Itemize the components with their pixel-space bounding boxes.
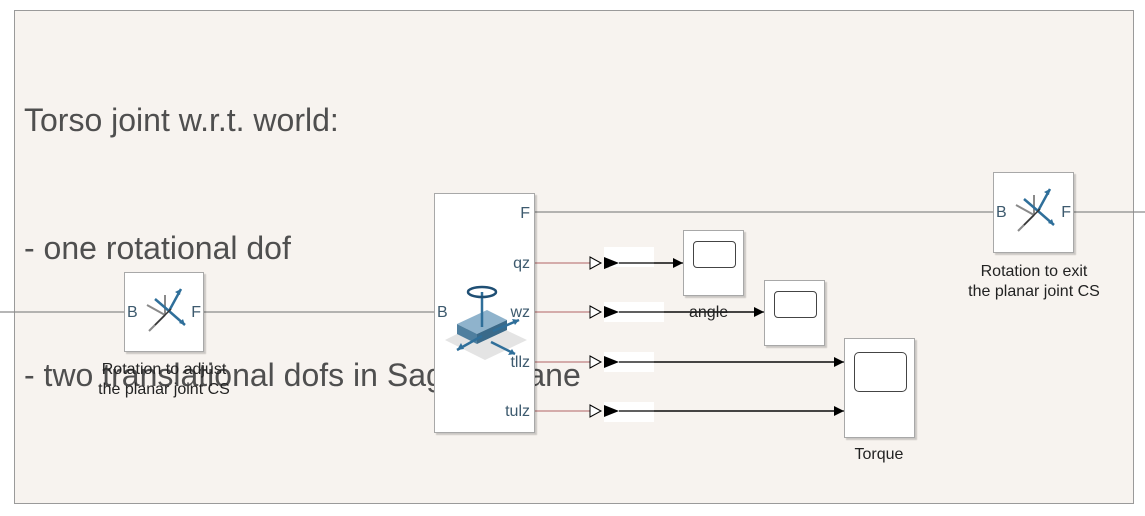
caption-line-1: Rotation to adjust — [101, 361, 227, 378]
scope-torque[interactable] — [844, 338, 915, 438]
annotation-line-1: Torso joint w.r.t. world: — [24, 102, 339, 138]
annotation-line-2: - one rotational dof — [24, 229, 291, 266]
port-tllz: tllz — [510, 354, 530, 371]
port-b: B — [996, 204, 1007, 221]
port-f: F — [191, 304, 201, 321]
scope-screen — [774, 291, 817, 318]
scope-screen — [854, 352, 907, 392]
caption-line-2: the planar joint CS — [968, 283, 1100, 300]
rigid-transform-out-block[interactable]: B F — [993, 172, 1074, 253]
rigid-transform-in-block[interactable]: B F — [124, 272, 204, 352]
port-qz: qz — [513, 255, 530, 272]
rigid-transform-out-caption: Rotation to exit the planar joint CS — [934, 262, 1134, 302]
annotation-text[interactable]: Torso joint w.r.t. world: - one rotation… — [24, 14, 581, 439]
converter-patch-tulz — [604, 402, 654, 422]
frame-axes-icon — [146, 288, 186, 332]
rigid-transform-in-caption: Rotation to adjust the planar joint CS — [64, 360, 264, 400]
frame-axes-icon — [1015, 188, 1055, 232]
port-tulz: tulz — [505, 403, 530, 420]
scope-screen — [693, 241, 736, 268]
caption-line-2: the planar joint CS — [98, 381, 230, 398]
port-f: F — [520, 205, 530, 222]
port-wz: wz — [510, 304, 530, 321]
signal-label-angle: angle — [689, 304, 729, 321]
planar-joint-block[interactable]: B F qz wz tllz tulz — [434, 193, 535, 433]
caption-line-1: Rotation to exit — [980, 263, 1088, 280]
scope-qz[interactable] — [683, 230, 744, 296]
scope-wz[interactable] — [764, 280, 825, 346]
port-b: B — [127, 304, 138, 321]
port-f: F — [1061, 204, 1071, 221]
subsystem-canvas — [14, 10, 1134, 504]
torque-caption: Torque — [854, 446, 904, 463]
port-b: B — [437, 304, 448, 321]
planar-joint-icon — [445, 285, 527, 360]
